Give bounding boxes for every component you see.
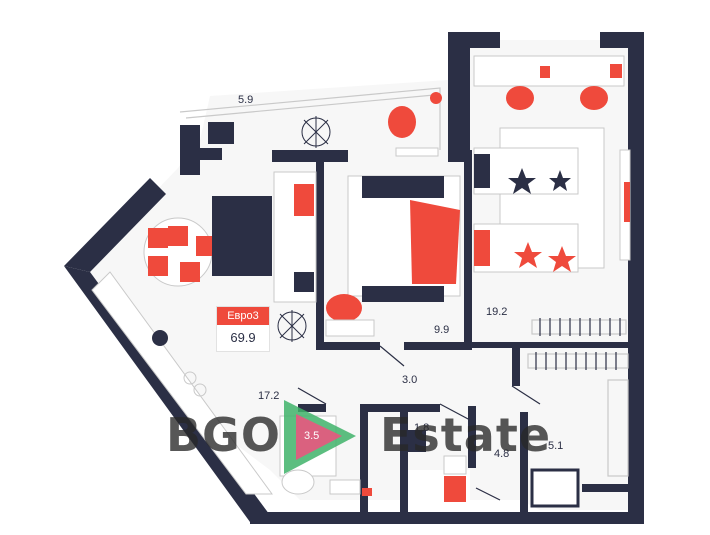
plants — [277, 116, 331, 342]
area-toilet: 1.8 — [414, 422, 430, 434]
watermark-logo — [284, 400, 356, 474]
area-kitchen-living: 17.2 — [258, 390, 280, 402]
apartment-total-area: 69.9 — [230, 330, 256, 345]
area-balcony: 5.9 — [238, 94, 254, 106]
area-kids-room: 19.2 — [486, 306, 508, 318]
watermark-text-right: Estate — [380, 408, 552, 462]
wardrobe-rails — [527, 318, 629, 508]
area-laundry: 4.8 — [494, 448, 510, 460]
kitchen-counter — [91, 271, 273, 495]
area-bathroom: 3.5 — [304, 430, 320, 442]
watermark-text-left: BGO — [166, 408, 281, 462]
inner-walls — [272, 150, 628, 512]
area-hallway: 3.0 — [402, 374, 418, 386]
apartment-type: Евро3 — [217, 307, 269, 325]
doors — [297, 345, 541, 501]
beds-kids-room — [473, 127, 631, 273]
area-wardrobe: 5.1 — [548, 440, 564, 452]
apartment-tag: Евро3 69.9 — [216, 306, 270, 352]
bed-bedroom — [325, 175, 461, 337]
sofa — [212, 171, 317, 303]
area-bedroom: 9.9 — [434, 324, 450, 336]
desks-kids-room — [473, 55, 625, 110]
balcony-furniture — [208, 92, 442, 157]
